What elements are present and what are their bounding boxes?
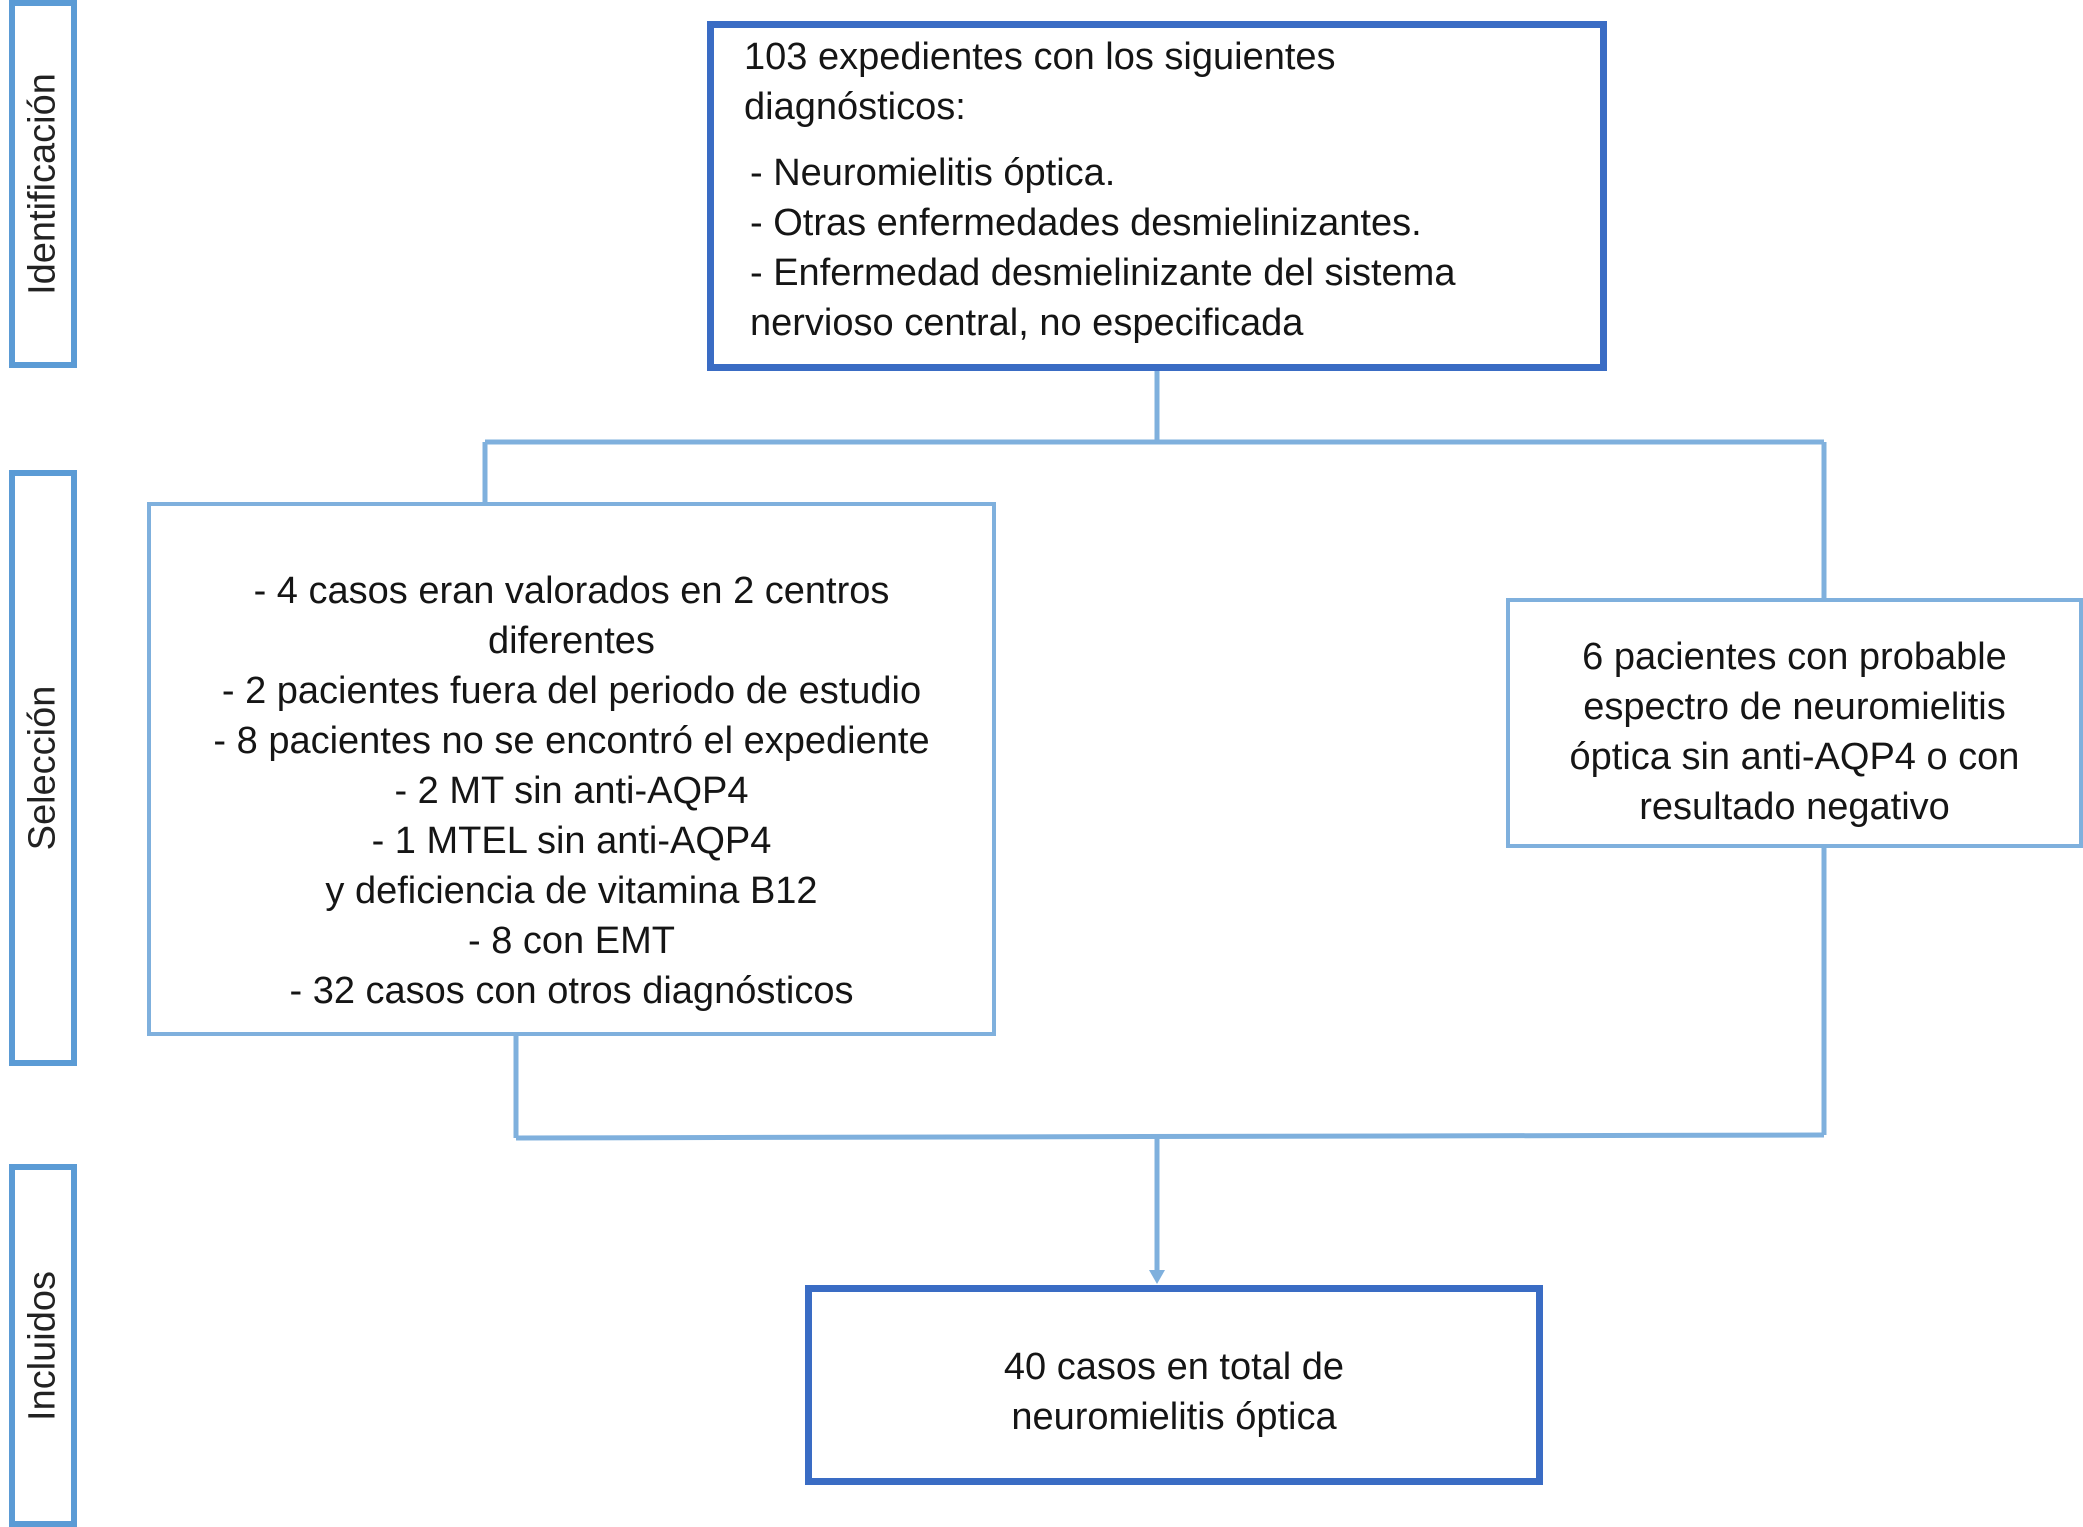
included-text: 40 casos en total de neuromielitis óptic…	[812, 1342, 1536, 1442]
exclusion-line: - 2 MT sin anti-AQP4	[394, 770, 749, 812]
exclusion-line: - 2 pacientes fuera del periodo de estud…	[221, 670, 922, 712]
probable-line: 6 pacientes con probable	[1582, 636, 2007, 678]
identification-text: 103 expedientes con los siguientes diagn…	[744, 32, 1580, 348]
probable-line: resultado negativo	[1639, 786, 1950, 828]
arrowhead-included	[1149, 1270, 1165, 1284]
probable-line: espectro de neuromielitis	[1583, 686, 2006, 728]
exclusion-line: - 4 casos eran valorados en 2 centros	[253, 570, 890, 612]
identification-item: nervioso central, no especificada	[750, 302, 1304, 344]
exclusion-text: - 4 casos eran valorados en 2 centros di…	[151, 566, 992, 1016]
exclusion-line: - 8 pacientes no se encontró el expedien…	[213, 720, 930, 762]
included-box: 40 casos en total de neuromielitis óptic…	[805, 1285, 1543, 1485]
phase-identification: Identificación	[9, 0, 77, 368]
included-line: neuromielitis óptica	[1011, 1396, 1337, 1438]
exclusion-line: - 1 MTEL sin anti-AQP4	[371, 820, 772, 862]
identification-box: 103 expedientes con los siguientes diagn…	[707, 21, 1607, 371]
identification-item: - Neuromielitis óptica.	[750, 152, 1116, 194]
identification-list: - Neuromielitis óptica. - Otras enfermed…	[750, 148, 1580, 348]
exclusion-line: diferentes	[488, 620, 655, 662]
phase-included: Incluidos	[9, 1164, 77, 1527]
exclusion-line: - 8 con EMT	[468, 920, 675, 962]
exclusion-line: y deficiencia de vitamina B12	[325, 870, 818, 912]
probable-spectrum-box: 6 pacientes con probable espectro de neu…	[1506, 598, 2083, 848]
exclusion-box: - 4 casos eran valorados en 2 centros di…	[147, 502, 996, 1036]
probable-spectrum-text: 6 pacientes con probable espectro de neu…	[1510, 632, 2079, 832]
identification-heading-line-2: diagnósticos:	[744, 86, 966, 128]
identification-item: - Otras enfermedades desmielinizantes.	[750, 202, 1422, 244]
exclusion-line: - 32 casos con otros diagnósticos	[289, 970, 854, 1012]
identification-heading-line-1: 103 expedientes con los siguientes	[744, 36, 1336, 78]
connector-merge-horizontal	[515, 1132, 1825, 1141]
probable-line: óptica sin anti-AQP4 o con	[1569, 736, 2020, 778]
identification-item: - Enfermedad desmielinizante del sistema	[750, 252, 1456, 294]
phase-selection: Selección	[9, 470, 77, 1066]
included-line: 40 casos en total de	[1003, 1346, 1345, 1388]
